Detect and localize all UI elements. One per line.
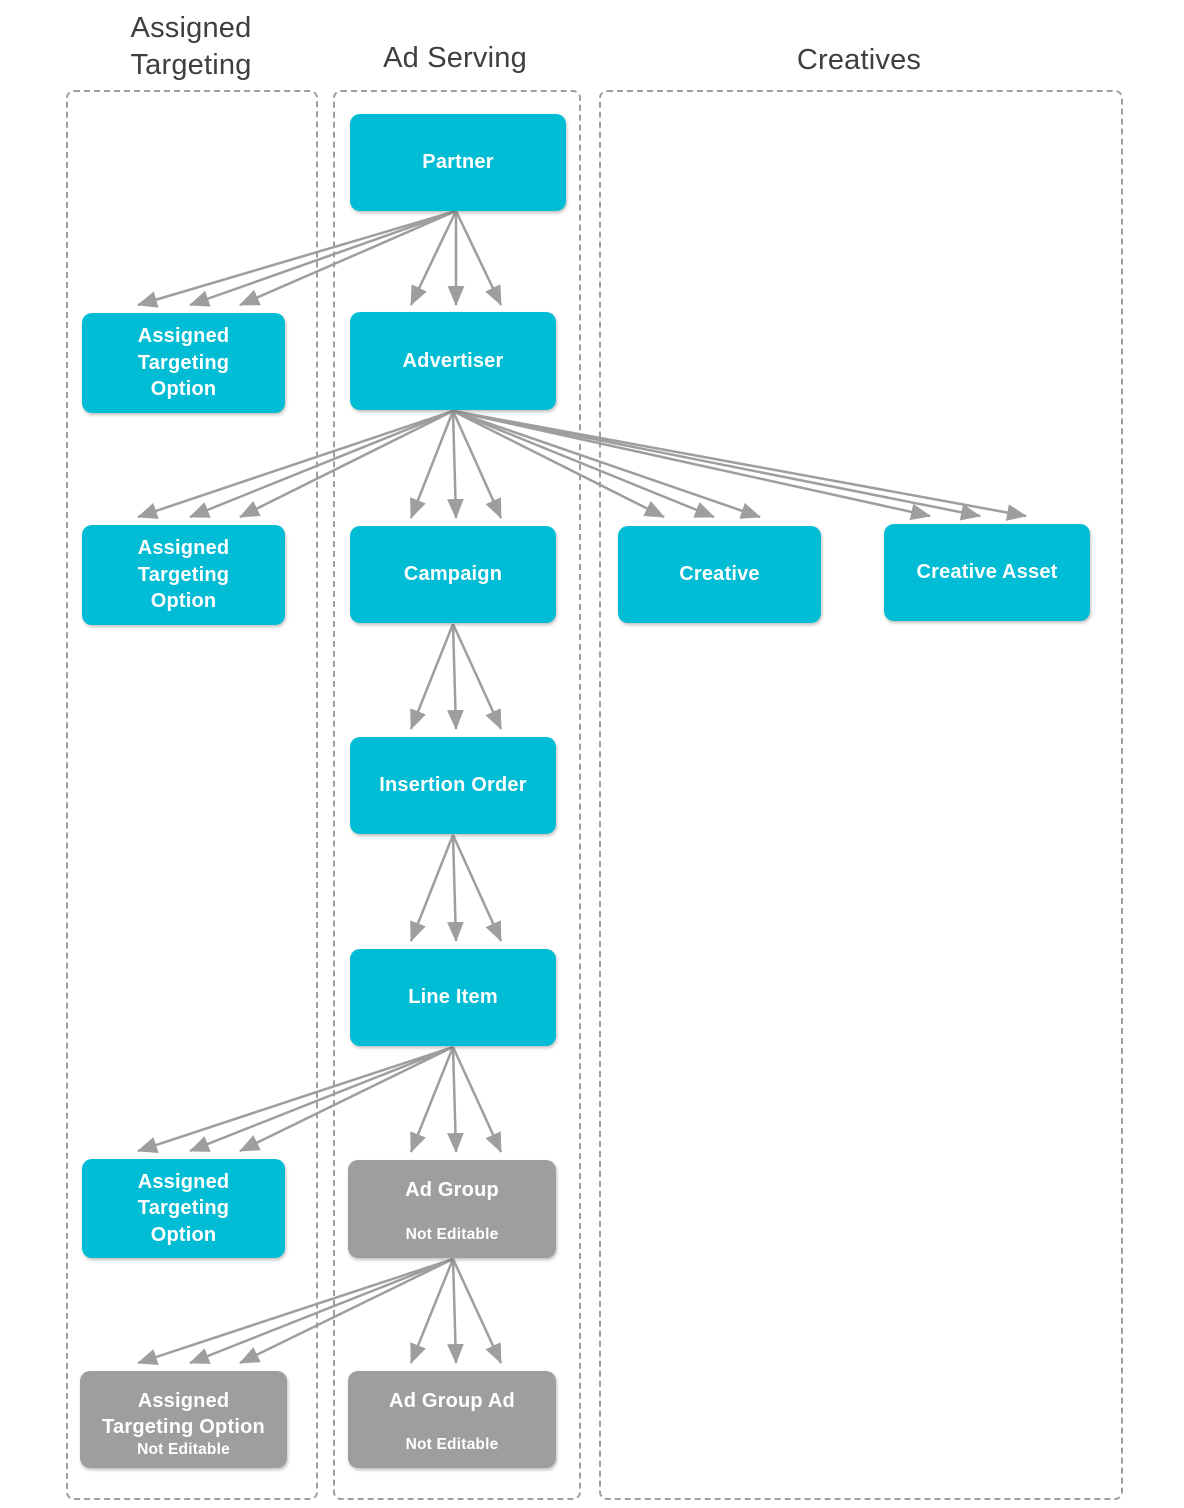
edge-advertiser-to-assigned-targeting-option	[239, 409, 454, 519]
node-line-item: Line Item	[350, 949, 578, 1068]
edge-advertiser-to-creative	[452, 409, 715, 519]
edge-advertiser-to-creative-asset	[452, 409, 931, 521]
column-title-assigned-targeting: Assigned Targeting	[130, 12, 252, 81]
edge-partner-to-assigned-targeting-option	[189, 209, 457, 307]
edge-line-item-to-assigned-targeting-option	[239, 1045, 454, 1153]
node-ad-group-ad: Ad Group Ad Not Editable	[348, 1371, 578, 1490]
node-ad-group: Ad Group Not Editable	[348, 1160, 578, 1280]
edge-advertiser-to-creative	[452, 409, 761, 519]
edge-partner-to-assigned-targeting-option	[137, 209, 457, 308]
node-assigned-targeting-option-1: Assigned Targeting Option	[82, 313, 307, 435]
edge-advertiser-to-creative-asset	[452, 409, 1027, 521]
edge-line-item-to-assigned-targeting-option	[137, 1045, 454, 1154]
edge-ad-group-to-ad-group-ad	[409, 1258, 455, 1364]
node-label: Ad Group Ad	[389, 1390, 515, 1412]
node-label: Assigned Targeting Option	[137, 325, 230, 401]
edge-advertiser-to-assigned-targeting-option	[189, 409, 454, 519]
edge-ad-group-to-assigned-targeting-option	[189, 1257, 454, 1365]
edge-ad-group-to-assigned-targeting-option	[239, 1257, 454, 1365]
column-ad-serving	[333, 90, 581, 1500]
node-status-not-editable: Not Editable	[405, 1226, 499, 1243]
edge-campaign-to-insertion-order	[409, 623, 455, 730]
edge-campaign-to-insertion-order	[451, 623, 503, 730]
node-label: Assigned Targeting Option	[137, 1170, 230, 1246]
edge-advertiser-to-campaign	[447, 410, 464, 519]
node-creative-asset: Creative Asset	[884, 524, 1112, 643]
node-assigned-targeting-option-3: Assigned Targeting Option	[82, 1159, 307, 1280]
edge-advertiser-to-campaign	[451, 410, 503, 519]
edge-ad-group-to-ad-group-ad	[451, 1258, 503, 1364]
node-label: Advertiser	[402, 349, 504, 372]
edge-partner-to-advertiser	[409, 210, 458, 306]
edge-line-item-to-ad-group	[451, 1046, 503, 1153]
edge-partner-to-advertiser	[454, 210, 503, 306]
node-label: Assigned Targeting Option	[102, 1390, 265, 1439]
node-status-not-editable: Not Editable	[137, 1440, 230, 1458]
column-assigned-targeting	[66, 90, 318, 1500]
node-label: Assigned Targeting Option	[137, 537, 230, 613]
node-label: Insertion Order	[379, 774, 527, 797]
edge-line-item-to-ad-group	[409, 1046, 455, 1153]
edge-insertion-order-to-line-item	[451, 834, 503, 942]
node-partner: Partner	[350, 114, 566, 211]
column-title-ad-serving: Ad Serving	[383, 42, 527, 74]
node-label: Campaign	[403, 563, 503, 586]
column-creatives	[599, 90, 1123, 1500]
node-label: Creative Asset	[916, 561, 1058, 584]
node-campaign: Campaign	[350, 526, 578, 645]
node-label: Line Item	[408, 986, 498, 1009]
node-label: Partner	[422, 151, 494, 174]
edge-advertiser-to-assigned-targeting-option	[137, 409, 454, 519]
node-status-not-editable: Not Editable	[405, 1436, 499, 1453]
edge-line-item-to-assigned-targeting-option	[189, 1045, 454, 1153]
node-advertiser: Advertiser	[350, 312, 578, 432]
edge-ad-group-to-assigned-targeting-option	[137, 1257, 454, 1366]
node-label: Creative	[679, 563, 760, 586]
edge-ad-group-to-ad-group-ad	[447, 1258, 464, 1364]
edge-advertiser-to-campaign	[409, 410, 455, 519]
edge-line-item-to-ad-group	[447, 1046, 464, 1153]
column-title-creatives: Creatives	[796, 44, 922, 76]
node-assigned-targeting-option-4: Assigned Targeting Option Not Editable	[80, 1371, 309, 1490]
edge-campaign-to-insertion-order	[447, 623, 464, 730]
edge-insertion-order-to-line-item	[447, 834, 464, 942]
edge-partner-to-assigned-targeting-option	[239, 209, 457, 307]
node-assigned-targeting-option-2: Assigned Targeting Option	[82, 525, 307, 647]
node-label: Ad Group	[405, 1179, 499, 1201]
node-insertion-order: Insertion Order	[350, 737, 578, 856]
edge-advertiser-to-creative	[452, 409, 665, 519]
edge-insertion-order-to-line-item	[409, 834, 455, 942]
edge-advertiser-to-creative-asset	[452, 409, 981, 521]
node-creative: Creative	[618, 526, 843, 645]
